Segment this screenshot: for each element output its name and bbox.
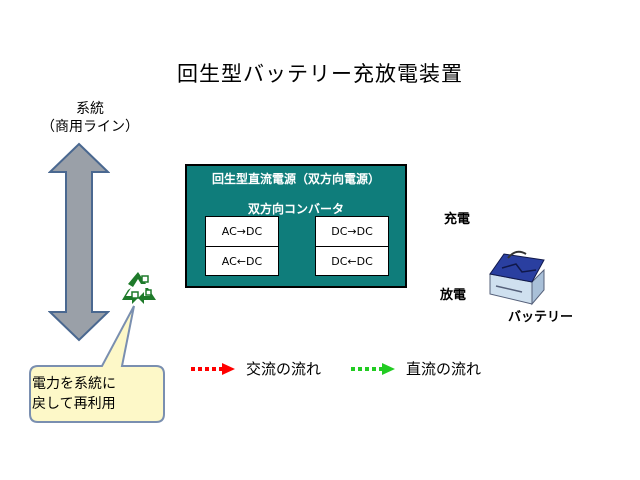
ac-dc-converter: AC→DC AC←DC <box>205 216 279 276</box>
dc-to-dc-reverse-label: DC←DC <box>316 246 388 276</box>
grid-label-line1: 系統 <box>76 101 104 117</box>
dc-flow-arrow-icon <box>351 362 395 375</box>
grid-label-line2: （商用ライン） <box>41 119 139 135</box>
callout-bubble <box>29 305 165 423</box>
ac-flow-arrow-icon <box>191 362 235 375</box>
battery-label: バッテリー <box>508 310 574 325</box>
dc-to-dc-forward-label: DC→DC <box>331 225 373 238</box>
bidirectional-arrow-icon <box>48 142 110 342</box>
charge-label: 充電 <box>444 212 471 227</box>
legend-ac-label: 交流の流れ <box>246 360 322 378</box>
legend-ac-flow: 交流の流れ <box>190 358 321 379</box>
legend-dc-flow: 直流の流れ <box>350 358 481 379</box>
power-supply-title: 回生型直流電源（双方向電源） <box>211 172 380 186</box>
legend-dc-label: 直流の流れ <box>406 360 482 378</box>
grid-label: 系統 （商用ライン） <box>30 100 150 136</box>
callout-text: 電力を系統に 戻して再利用 <box>32 374 160 414</box>
ac-to-dc-label: AC→DC <box>221 225 263 238</box>
battery-icon <box>489 250 545 306</box>
converter-title: 双方向コンバータ <box>247 202 344 216</box>
power-supply-block: 回生型直流電源（双方向電源） 双方向コンバータ AC→DC AC←DC DC→D… <box>185 164 407 288</box>
callout-line1: 電力を系統に <box>32 376 116 392</box>
discharge-label: 放電 <box>440 288 467 303</box>
dc-to-ac-label: AC←DC <box>206 246 278 276</box>
dc-dc-converter: DC→DC DC←DC <box>315 216 389 276</box>
diagram-title: 回生型バッテリー充放電装置 <box>177 62 463 86</box>
recycle-icon <box>122 272 156 304</box>
callout-line2: 戻して再利用 <box>32 396 116 412</box>
